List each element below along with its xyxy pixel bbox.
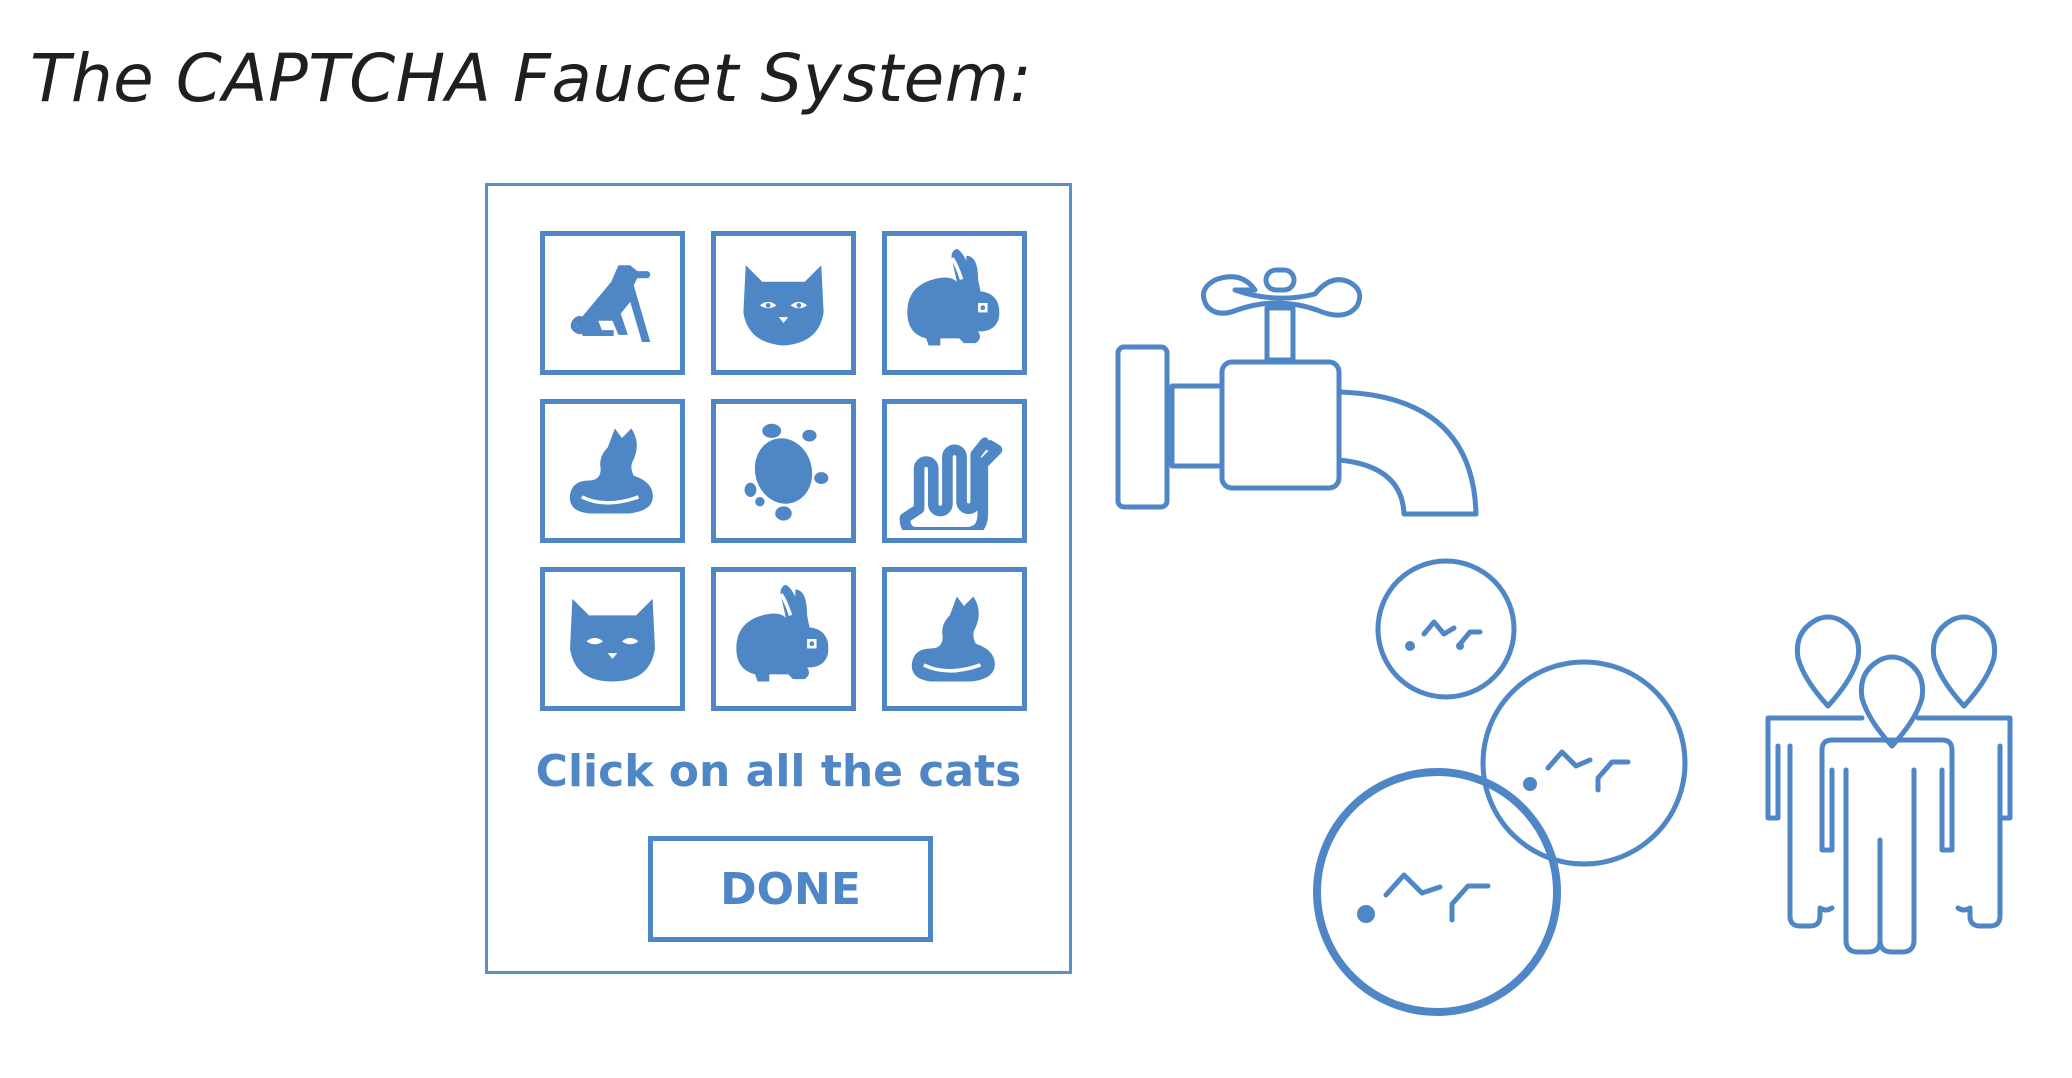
captcha-image-grid: [540, 231, 1028, 711]
snake-icon: [899, 435, 1003, 530]
nano-coin-icon: [1313, 558, 1688, 1016]
captcha-tile[interactable]: [540, 567, 685, 711]
captcha-tile[interactable]: [540, 231, 685, 375]
captcha-instruction: Click on all the cats: [535, 746, 1022, 797]
cat-sitting-icon: [569, 428, 653, 514]
rabbit-icon: [736, 584, 829, 682]
cat-face-icon: [570, 598, 655, 682]
cat-sitting-icon: [911, 596, 995, 682]
captcha-tile[interactable]: [711, 567, 856, 711]
done-button[interactable]: DONE: [648, 836, 933, 942]
captcha-tile[interactable]: [882, 231, 1027, 375]
users-group-icon: [1765, 614, 2013, 955]
page-title: The CAPTCHA Faucet System:: [30, 40, 1033, 117]
cat-face-icon: [743, 265, 824, 346]
rabbit-icon: [907, 248, 1000, 346]
turtle-icon: [744, 423, 829, 521]
captcha-tile[interactable]: [540, 399, 685, 543]
captcha-tile[interactable]: [711, 231, 856, 375]
dog-icon: [570, 265, 651, 342]
captcha-widget: Click on all the cats DONE: [485, 183, 1072, 974]
captcha-tile[interactable]: [711, 399, 856, 543]
captcha-tile[interactable]: [882, 399, 1027, 543]
faucet-icon: [1115, 267, 1479, 517]
captcha-tile[interactable]: [882, 567, 1027, 711]
